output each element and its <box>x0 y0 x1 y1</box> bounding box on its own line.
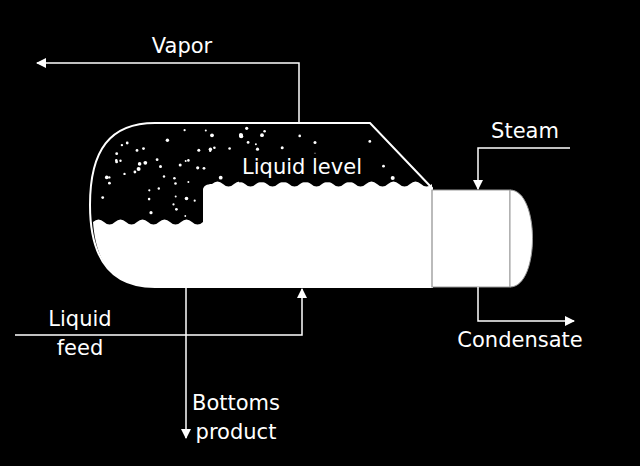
bubble <box>187 159 190 162</box>
bubble <box>101 196 104 199</box>
shell-outline <box>90 123 432 287</box>
bubble <box>184 129 186 131</box>
steam-line <box>478 148 570 189</box>
bubble <box>175 208 178 211</box>
bubble <box>213 147 216 150</box>
bubble <box>156 158 159 161</box>
bubble <box>194 200 196 202</box>
bubble <box>298 135 301 138</box>
stream-label: Liquid feed <box>35 305 125 364</box>
bubble <box>209 150 211 152</box>
bubble <box>137 167 141 171</box>
bubble <box>255 143 257 145</box>
bubble <box>245 127 248 130</box>
bubble <box>368 140 371 143</box>
bubble <box>179 164 182 167</box>
bubble <box>184 215 186 217</box>
bubble <box>228 147 231 150</box>
channel-head <box>510 190 533 287</box>
bubble <box>239 134 243 138</box>
bubble <box>174 182 177 185</box>
bubble <box>256 148 259 151</box>
bubble <box>166 139 169 142</box>
vapor-bubbles <box>101 127 394 217</box>
level-label: Liquid level <box>239 153 365 182</box>
condensate-line <box>478 287 574 321</box>
bubble <box>185 197 189 201</box>
bubble <box>185 160 187 162</box>
bubble <box>148 189 150 191</box>
bubble <box>148 198 151 201</box>
bubble <box>197 149 200 152</box>
stream-label: Bottoms product <box>181 389 291 448</box>
bubble <box>203 167 206 170</box>
bubble <box>239 133 243 137</box>
bubble <box>119 160 121 162</box>
bottoms-line <box>185 288 187 438</box>
bubble <box>123 173 125 175</box>
bubble <box>108 182 111 185</box>
bubble <box>281 146 284 149</box>
stream-label: Vapor <box>152 32 212 61</box>
tube-bundle <box>432 190 510 287</box>
bubble <box>159 165 162 168</box>
bubble <box>138 162 142 166</box>
bubble <box>173 177 176 180</box>
bubble <box>314 141 317 144</box>
bubble <box>263 130 266 133</box>
bubble <box>239 134 243 138</box>
bubble <box>121 144 123 146</box>
bubble <box>163 175 165 177</box>
bubble <box>247 141 250 144</box>
tubesheet-line <box>432 190 433 287</box>
bubble <box>260 133 264 137</box>
bubble <box>149 211 152 214</box>
vapor-line <box>37 63 299 123</box>
bubble <box>219 176 223 180</box>
stream-label: Condensate <box>457 326 582 355</box>
bubble <box>205 130 207 132</box>
bubble <box>210 133 214 137</box>
bubble <box>209 148 212 151</box>
bubble <box>158 187 160 189</box>
bubble <box>391 176 395 180</box>
bubble <box>187 181 189 183</box>
bubble <box>196 166 199 169</box>
bubble <box>134 171 137 174</box>
bubble <box>172 203 174 205</box>
bubble <box>115 152 118 155</box>
bubble <box>382 165 385 168</box>
liquid-body <box>93 182 432 288</box>
bubble <box>142 147 145 150</box>
bubble <box>136 149 139 152</box>
stream-label: Steam <box>491 117 559 146</box>
bubble <box>108 176 110 178</box>
bubble <box>115 159 118 162</box>
bubble <box>175 195 177 197</box>
bubble <box>126 142 129 145</box>
bubble <box>143 161 147 165</box>
bubble <box>105 176 109 180</box>
